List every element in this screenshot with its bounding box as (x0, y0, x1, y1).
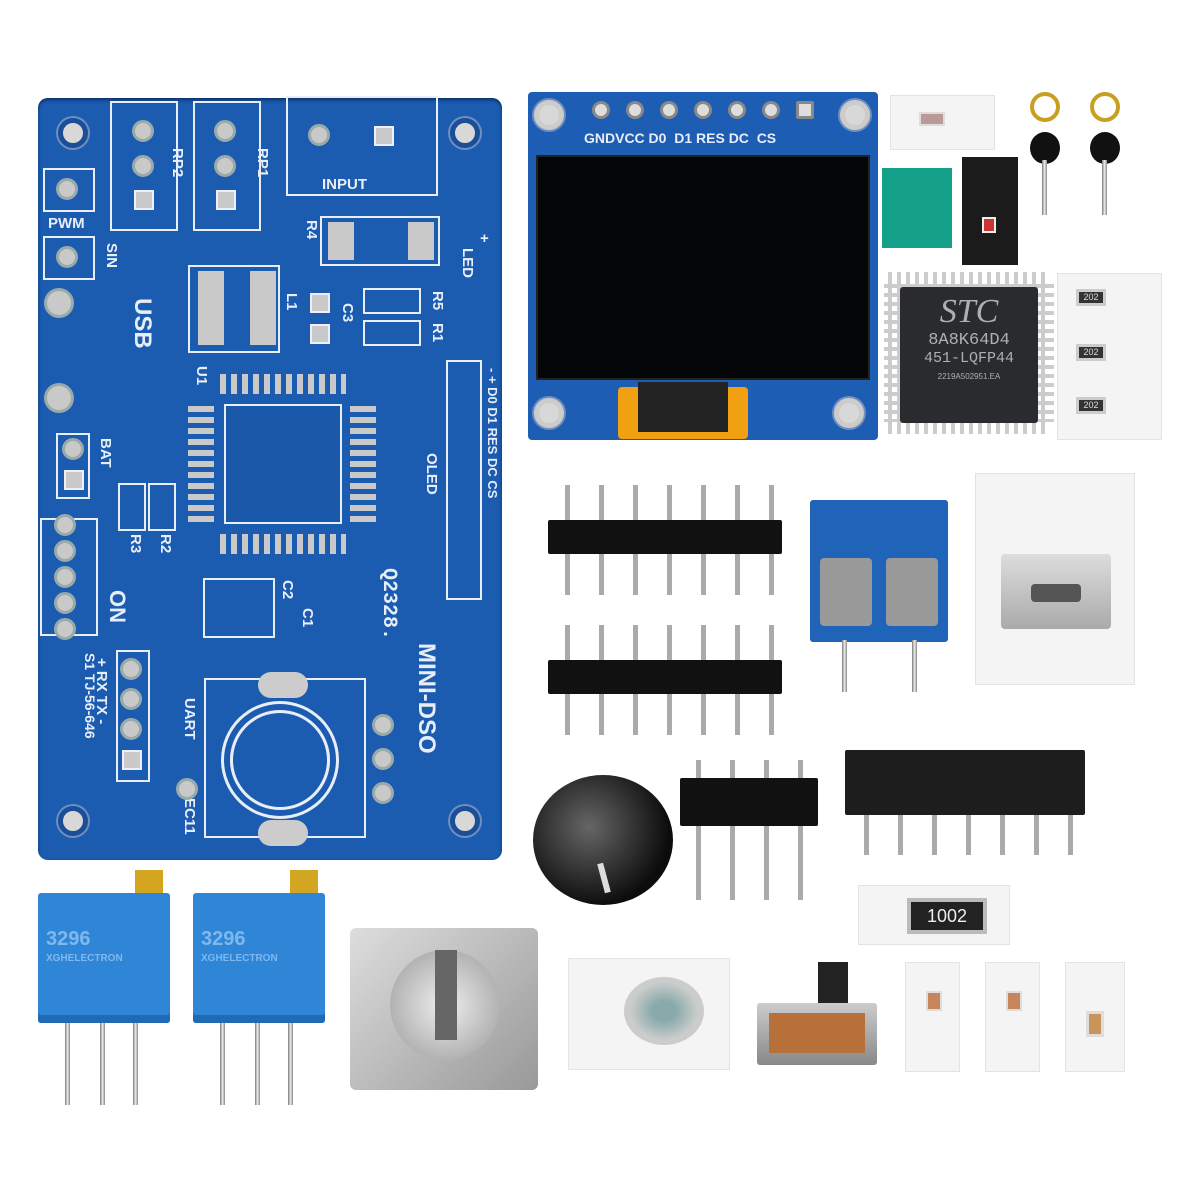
mount-hole (450, 806, 480, 836)
label-version: Q2328. (377, 568, 400, 641)
label-sin: SIN (103, 243, 120, 269)
female-header-7 (845, 750, 1085, 815)
label-usb: USB (129, 298, 156, 349)
input-outline (286, 96, 438, 196)
mount-hole (534, 100, 564, 130)
label-oled-pins: - + D0 D1 RES DC CS (485, 368, 500, 499)
trimmer-potentiometer: 3296 XGHELECTRON (193, 893, 325, 1023)
rp2-outline (110, 101, 178, 231)
smd-led-package (962, 157, 1018, 265)
mcu-chip: STC 8A8K64D4 451-LQFP44 2219A502951.EA (900, 287, 1038, 423)
label-u1: U1 (193, 366, 210, 386)
trimmer-potentiometer: 3296 XGHELECTRON (38, 893, 170, 1023)
slide-switch (757, 1003, 877, 1065)
mount-hole (534, 398, 564, 428)
mount-hole (834, 398, 864, 428)
label-input: INPUT (322, 176, 367, 193)
chip-package: 451-LQFP44 (923, 350, 1014, 367)
resistor-tape: 202 202 202 (1057, 273, 1162, 440)
smd-capacitor (1065, 962, 1125, 1072)
label-c2: C2 (279, 580, 296, 600)
label-oled: OLED (423, 453, 440, 495)
label-rp1: RP1 (254, 148, 271, 178)
label-c1: C1 (299, 608, 316, 628)
trimpot-model: 3296 (201, 928, 246, 950)
label-uart: UART (181, 698, 198, 740)
test-pin-loop (1030, 92, 1060, 122)
label-r1: R1 (429, 323, 446, 343)
trimpot-maker: XGHELECTRON (46, 953, 123, 964)
trimpot-maker: XGHELECTRON (201, 953, 278, 964)
chip-brand: STC (939, 293, 999, 330)
mount-hole (58, 806, 88, 836)
label-on: ON (105, 590, 130, 623)
mini-dso-pcb: RP2 RP1 INPUT PWM SIN USB R4 LED + L1 C3… (38, 96, 502, 860)
label-l1: L1 (283, 293, 300, 311)
mount-hole (58, 118, 88, 148)
smd-part-tape (890, 95, 995, 150)
label-c3: C3 (339, 303, 356, 323)
label-led-plus: + (480, 230, 489, 247)
chip-part: 8A8K64D4 (928, 331, 1010, 350)
knob-cap (533, 775, 673, 905)
test-pin-loop (1090, 92, 1120, 122)
label-rp2: RP2 (169, 148, 186, 178)
rotary-encoder (350, 928, 538, 1090)
smd-capacitor (985, 962, 1040, 1072)
label-ec11: EC11 (181, 798, 198, 835)
label-r5: R5 (429, 291, 446, 311)
oled-pin-labels: GNDVCC D0 D1 RES DC CS (584, 130, 777, 146)
resistor-marking: 1002 (907, 898, 987, 934)
label-pwm: PWM (48, 215, 85, 232)
label-bat: BAT (97, 438, 114, 468)
label-led: LED (459, 248, 476, 278)
label-uart-pins: + RX TX - (93, 658, 110, 725)
chip-code: 2219A502951.EA (937, 372, 1001, 381)
mcu-footprint (224, 404, 342, 524)
resistor-marking: 202 (1076, 289, 1106, 306)
sensor-tape (568, 958, 730, 1070)
micro-usb-connector (1001, 554, 1111, 629)
smd-capacitor (905, 962, 960, 1072)
label-r3: R3 (127, 534, 144, 554)
micro-usb-tape (975, 473, 1135, 685)
resistor-marking: 202 (1076, 397, 1106, 414)
slide-switch-lever (818, 962, 848, 1007)
label-r4: R4 (303, 220, 320, 240)
resistor-1002: 1002 (858, 885, 1010, 945)
rp1-outline (193, 101, 261, 231)
mount-hole (450, 118, 480, 148)
label-r2: R2 (157, 534, 174, 554)
mount-hole (840, 100, 870, 130)
screw-terminal-block (810, 500, 948, 642)
label-title: MINI-DSO (413, 643, 440, 754)
trimpot-model: 3296 (46, 928, 91, 950)
green-film (882, 168, 952, 248)
resistor-marking: 202 (1076, 344, 1106, 361)
oled-screen (536, 155, 870, 380)
